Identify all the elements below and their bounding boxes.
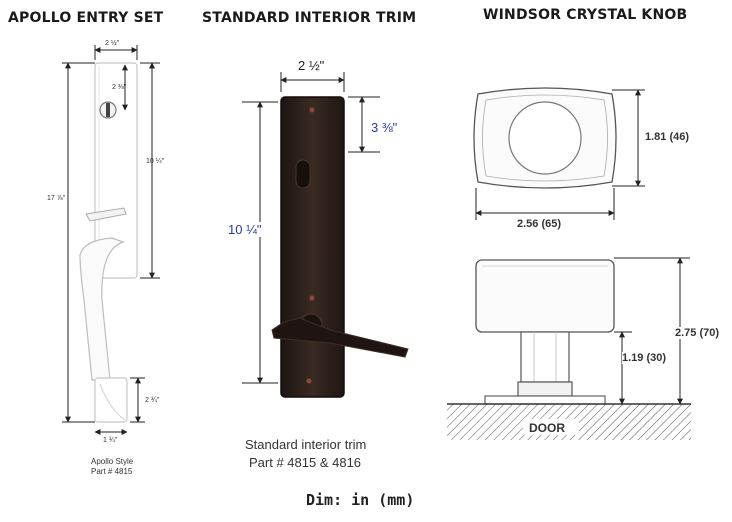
- knob-side-view: [475, 259, 615, 405]
- units-note: Dim: in (mm): [306, 491, 415, 509]
- apollo-dim-lock: 2 ⅜": [112, 84, 127, 91]
- knob-front-dimension-lines: [475, 89, 645, 220]
- apollo-handleset: [79, 62, 138, 423]
- apollo-title: APOLLO ENTRY SET: [8, 10, 164, 26]
- door-label: DOOR: [529, 421, 565, 435]
- trim-caption-line2: Part # 4815 & 4816: [249, 455, 362, 470]
- trim-dim-height: 10 ¼": [228, 222, 262, 237]
- knob-dim-neck: 1.19 (30): [622, 352, 667, 364]
- trim-dimension-lines: [242, 72, 380, 384]
- knob-dim-projection: 2.75 (70): [675, 327, 720, 339]
- knob-title: WINDSOR CRYSTAL KNOB: [483, 7, 688, 23]
- interior-trim-plate: [271, 96, 409, 398]
- knob-dim-face-width: 2.56 (65): [517, 218, 562, 230]
- apollo-dim-base-height: 2 ¾": [145, 397, 160, 404]
- apollo-caption-line2: Part # 4815: [91, 467, 133, 476]
- apollo-dim-base-width: 1 ¾": [103, 437, 118, 444]
- knob-dim-face-height: 1.81 (46): [645, 131, 690, 143]
- trim-caption-line1: Standard interior trim: [245, 437, 367, 452]
- knob-front-view: [473, 87, 617, 189]
- apollo-dimension-lines: [62, 45, 160, 435]
- apollo-caption-line1: Apollo Style: [91, 457, 134, 466]
- apollo-dim-upper: 10 ¼": [146, 158, 165, 165]
- trim-dim-width: 2 ½": [298, 58, 325, 73]
- door-surface: [447, 403, 691, 440]
- apollo-dim-total: 17 ⅞": [47, 195, 66, 202]
- trim-dim-top: 3 ⅜": [371, 120, 398, 135]
- apollo-dim-width: 2 ½": [105, 40, 120, 47]
- trim-title: STANDARD INTERIOR TRIM: [202, 10, 417, 26]
